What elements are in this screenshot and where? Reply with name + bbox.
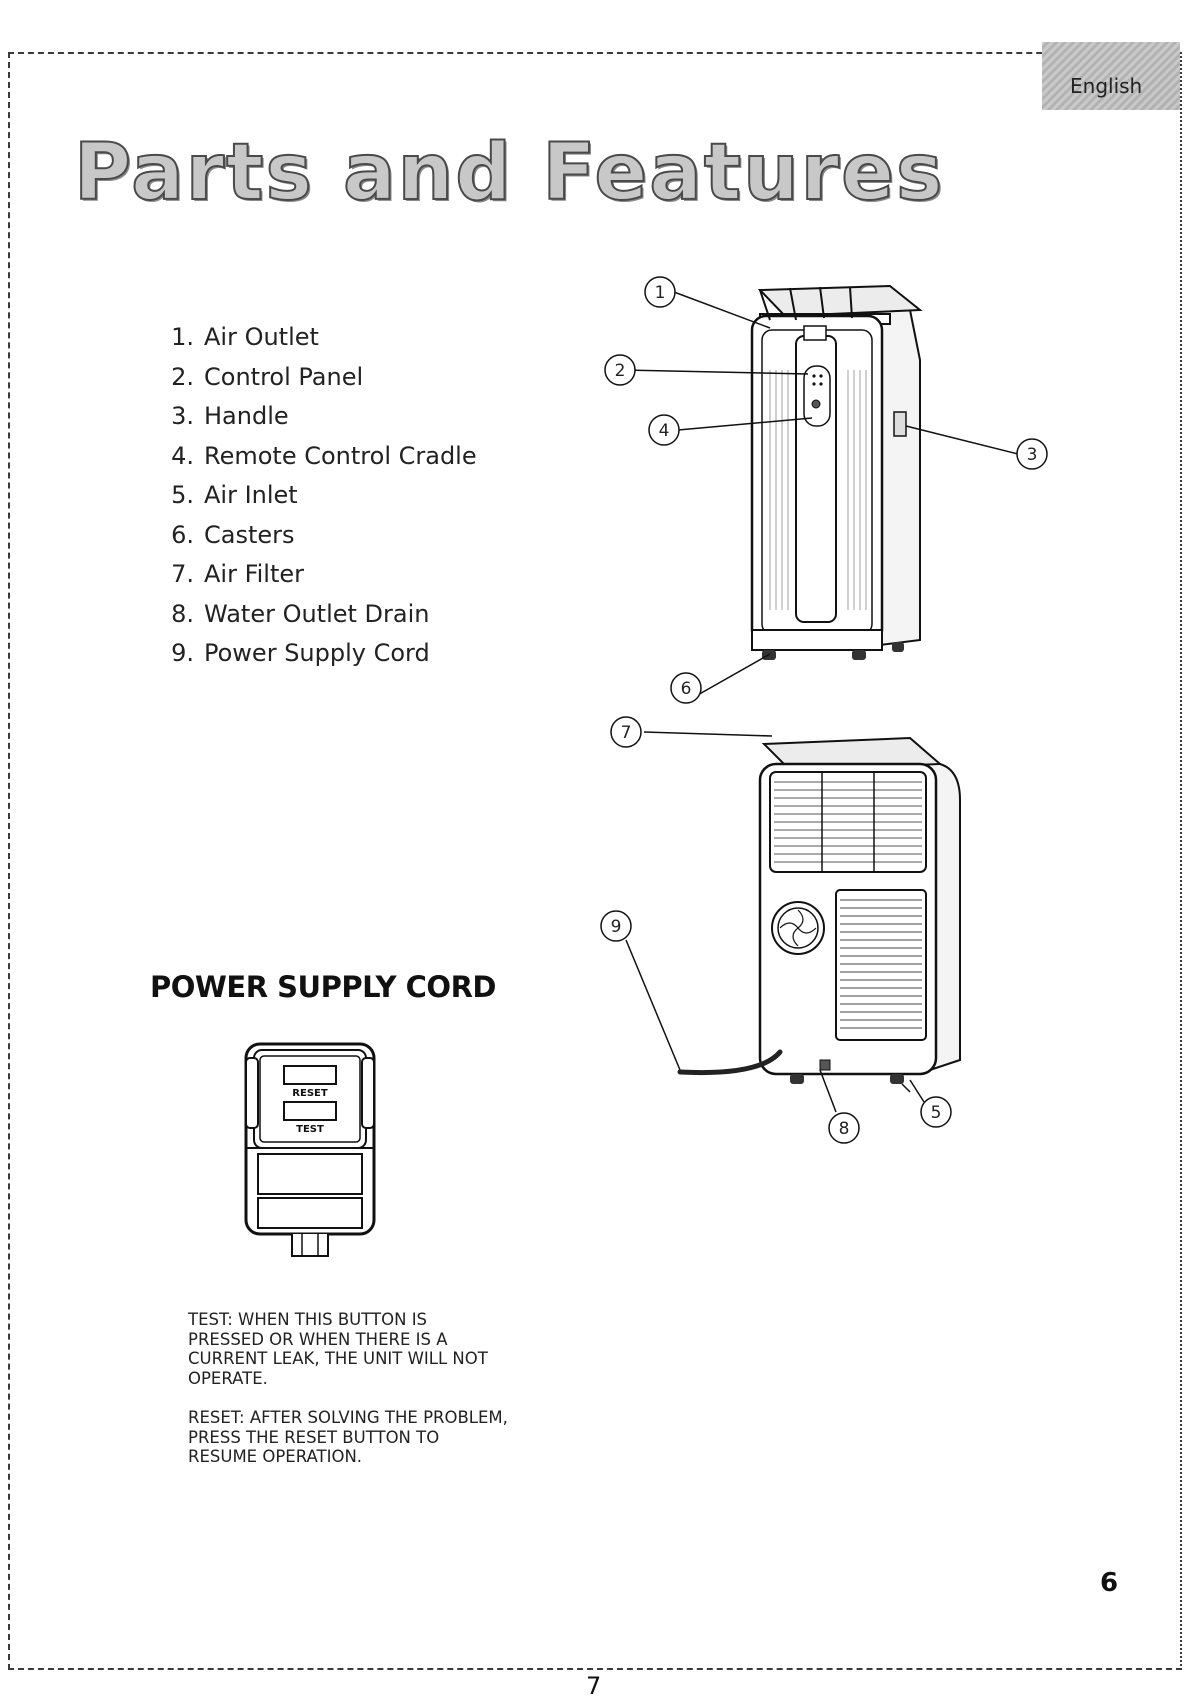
- list-item-number: 7.: [171, 560, 194, 588]
- reset-label: RESET: [292, 1088, 328, 1099]
- page-number-bottom: 7: [586, 1672, 602, 1700]
- list-item-number: 4.: [171, 441, 194, 470]
- list-item: 1. Air Outlet: [160, 318, 477, 358]
- list-item: 6. Casters: [160, 516, 477, 556]
- list-item: 4. Remote Control Cradle: [160, 437, 477, 477]
- test-label: TEST: [296, 1124, 324, 1135]
- language-tab[interactable]: English: [1042, 42, 1180, 110]
- callout-1: 1: [655, 283, 666, 303]
- list-item-label: Control Panel: [204, 362, 364, 391]
- reset-note: RESET: AFTER SOLVING THE PROBLEM, PRESS …: [188, 1408, 508, 1466]
- list-item-label: Casters: [204, 520, 295, 549]
- list-item-label: Water Outlet Drain: [204, 599, 430, 628]
- page-number-right: 6: [1100, 1568, 1119, 1598]
- test-note: TEST: WHEN THIS BUTTON IS PRESSED OR WHE…: [188, 1310, 488, 1388]
- list-item-number: 5.: [171, 481, 194, 509]
- back-view-illustration: 7 9 5 8: [600, 716, 961, 1144]
- front-view-illustration: 1 2 4 3 6: [604, 276, 1048, 704]
- callout-6: 6: [681, 679, 692, 699]
- list-item-label: Air Filter: [204, 560, 305, 588]
- list-item-number: 3.: [171, 402, 194, 430]
- callout-4: 4: [659, 421, 670, 441]
- callout-8: 8: [839, 1119, 850, 1139]
- list-item-label: Remote Control Cradle: [204, 441, 477, 470]
- callout-7: 7: [621, 723, 632, 743]
- list-item: 8. Water Outlet Drain: [160, 595, 477, 635]
- list-item-number: 9.: [171, 639, 194, 667]
- list-item-number: 8.: [171, 599, 194, 628]
- list-item: 9. Power Supply Cord: [160, 634, 477, 674]
- callout-3: 3: [1027, 445, 1038, 465]
- list-item-label: Air Outlet: [204, 323, 319, 351]
- callout-2: 2: [615, 361, 626, 381]
- language-tab-label: English: [1070, 74, 1143, 98]
- page-title: Parts and Features: [73, 127, 945, 219]
- parts-list: 1. Air Outlet 2. Control Panel 3. Handle 4.…: [160, 318, 477, 674]
- callout-5: 5: [931, 1103, 942, 1123]
- list-item: 3. Handle: [160, 397, 477, 437]
- list-item-label: Handle: [204, 402, 289, 430]
- list-item-label: Air Inlet: [204, 481, 298, 509]
- callout-9: 9: [611, 917, 622, 937]
- list-item-number: 2.: [171, 362, 194, 391]
- list-item-number: 6.: [171, 520, 194, 549]
- list-item: 2. Control Panel: [160, 358, 477, 398]
- page-border: [8, 52, 1182, 1670]
- list-item: 5. Air Inlet: [160, 476, 477, 516]
- list-item-number: 1.: [171, 323, 194, 351]
- list-item-label: Power Supply Cord: [204, 639, 430, 667]
- power-plug-illustration: RESET TEST: [244, 1042, 376, 1257]
- list-item: 7. Air Filter: [160, 555, 477, 595]
- power-cord-heading: POWER SUPPLY CORD: [150, 970, 496, 1004]
